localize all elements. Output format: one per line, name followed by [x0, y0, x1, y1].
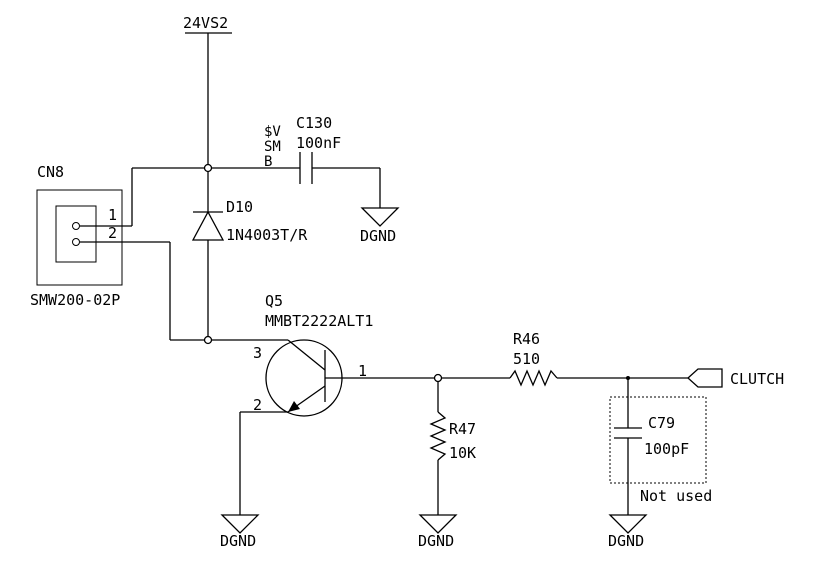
junction-dot	[626, 376, 630, 380]
q5-part: MMBT2222ALT1	[265, 312, 373, 330]
c130-mark-3: B	[264, 154, 272, 170]
cn8-inner-box	[55, 205, 97, 263]
ground-label: DGND	[360, 227, 396, 245]
junctions	[203, 163, 630, 383]
transistor-q5: 3 2 1 Q5 MMBT2222ALT1	[208, 292, 438, 515]
c130-ref: C130	[296, 114, 332, 132]
d10-anode-triangle	[191, 210, 225, 241]
ground-icon	[360, 207, 400, 227]
q5-emitter-arrow-icon	[288, 401, 300, 412]
r47-ref: R47	[449, 420, 476, 438]
q5-pin-emitter: 2	[253, 396, 262, 414]
cn8-part: SMW200-02P	[30, 291, 120, 309]
power-net-24vs2: 24VS2	[183, 14, 232, 168]
junction-dot	[203, 335, 213, 345]
ground-label: DGND	[418, 532, 454, 550]
ground-label: DGND	[220, 532, 256, 550]
c79-not-used-box	[609, 396, 707, 484]
d10-ref: D10	[226, 198, 253, 216]
c79-ref: C79	[648, 414, 675, 432]
q5-pin-base: 1	[358, 362, 367, 380]
r46-zigzag	[509, 369, 558, 387]
diode-d10: D10 1N4003T/R	[191, 168, 308, 340]
cn8-outer-box	[36, 189, 123, 286]
connector-cn8: 1 2 CN8 SMW200-02P	[30, 163, 208, 341]
c79-value: 100pF	[644, 440, 689, 458]
resistor-r46: R46 510	[438, 330, 688, 387]
cn8-pin1-label: 1	[108, 206, 117, 224]
cn8-pin2-icon	[72, 238, 80, 246]
r47-value: 10K	[449, 444, 476, 462]
power-net-label: 24VS2	[183, 14, 228, 32]
cn8-pin1-icon	[72, 222, 80, 230]
ground-symbol-r47: DGND	[418, 514, 458, 550]
ground-symbol-c130: DGND	[360, 207, 400, 245]
ground-symbol-c79: DGND	[608, 514, 648, 550]
ground-label: DGND	[608, 532, 644, 550]
ground-symbol-q5: DGND	[220, 514, 260, 550]
output-port-icon	[687, 368, 723, 388]
c79-note: Not used	[640, 487, 712, 505]
output-port-clutch: CLUTCH	[687, 368, 784, 388]
junction-dot	[203, 163, 213, 173]
output-net-label: CLUTCH	[730, 370, 784, 388]
q5-ref: Q5	[265, 292, 283, 310]
resistor-r47: R47 10K	[429, 378, 476, 515]
capacitor-c79: C79 100pF Not used	[609, 378, 712, 515]
cn8-pin2-label: 2	[108, 224, 117, 242]
c130-branch: $V SM B C130 100nF	[132, 114, 381, 208]
q5-pin-collector: 3	[253, 344, 262, 362]
c130-mark-1: $V	[264, 124, 281, 140]
r46-value: 510	[513, 350, 540, 368]
c130-value: 100nF	[296, 134, 341, 152]
c130-mark-2: SM	[264, 139, 281, 155]
r46-ref: R46	[513, 330, 540, 348]
ground-icon	[608, 514, 648, 534]
cn8-ref: CN8	[37, 163, 64, 181]
r47-zigzag	[429, 411, 447, 461]
ground-icon	[418, 514, 458, 534]
q5-collector-line	[287, 339, 326, 371]
ground-icon	[220, 514, 260, 534]
junction-dot	[433, 373, 443, 383]
d10-part: 1N4003T/R	[226, 226, 308, 244]
